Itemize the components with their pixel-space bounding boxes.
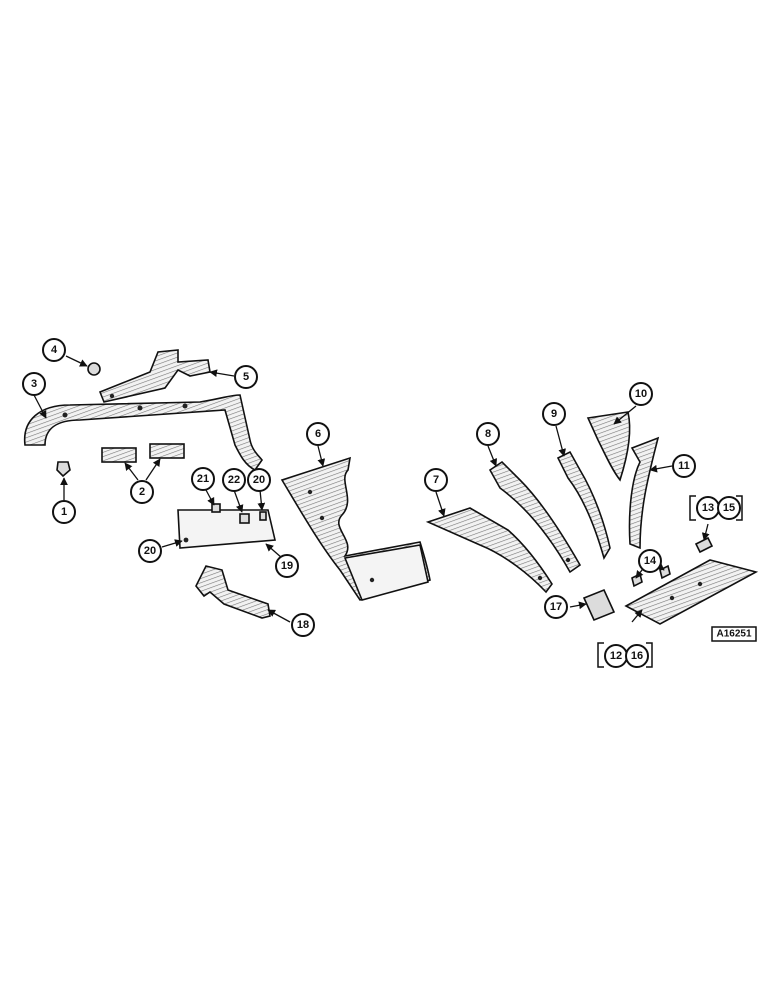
svg-text:14: 14 (644, 555, 657, 567)
callout-4: 4 (42, 338, 66, 362)
callout-6: 6 (306, 422, 330, 446)
bolt-part (56, 461, 71, 478)
beam-part (23, 394, 263, 472)
svg-text:3: 3 (31, 378, 37, 390)
callout-16: 16 (625, 644, 649, 668)
share-part (425, 507, 553, 594)
bolt-part-13 (694, 536, 714, 554)
svg-text:21: 21 (197, 473, 209, 485)
svg-text:15: 15 (723, 502, 735, 514)
shin-part (556, 450, 611, 560)
callout-14: 14 (638, 549, 662, 573)
callout-22: 22 (222, 468, 246, 492)
callout-21: 21 (191, 467, 215, 491)
svg-text:12: 12 (610, 650, 622, 662)
callout-20-right: 20 (247, 468, 271, 492)
callout-18: 18 (291, 613, 315, 637)
upper-brace-part (98, 349, 211, 403)
callout-10: 10 (629, 382, 653, 406)
callout-15: 15 (717, 496, 741, 520)
block-part (582, 588, 616, 622)
callout-12: 12 (604, 644, 628, 668)
callout-3: 3 (22, 372, 46, 396)
svg-text:4: 4 (51, 344, 58, 356)
svg-text:13: 13 (702, 502, 714, 514)
callout-2: 2 (130, 480, 154, 504)
svg-text:16: 16 (631, 650, 643, 662)
strap-part (195, 565, 271, 619)
svg-text:7: 7 (433, 474, 439, 486)
curved-landside-part (628, 436, 660, 550)
moldboard-part (488, 460, 582, 574)
reference-code: A16251 (711, 626, 757, 642)
svg-text:20: 20 (253, 474, 265, 486)
svg-text:2: 2 (139, 486, 145, 498)
landside-part (586, 411, 631, 482)
clamp-part-b (149, 443, 185, 459)
callout-19: 19 (275, 554, 299, 578)
share-point-part (624, 559, 759, 625)
svg-text:1: 1 (61, 506, 67, 518)
svg-text:6: 6 (315, 428, 321, 440)
clamp-part-a (101, 447, 137, 463)
svg-text:20: 20 (144, 545, 156, 557)
callout-9: 9 (542, 402, 566, 426)
callout-13: 13 (696, 496, 720, 520)
svg-text:18: 18 (297, 619, 309, 631)
svg-text:5: 5 (243, 371, 249, 383)
callout-20-left: 20 (138, 539, 162, 563)
callout-8: 8 (476, 422, 500, 446)
svg-text:8: 8 (485, 428, 491, 440)
callout-17: 17 (544, 595, 568, 619)
svg-text:9: 9 (551, 408, 557, 420)
nut-part (87, 362, 101, 376)
svg-text:11: 11 (678, 460, 690, 472)
callout-5: 5 (234, 365, 258, 389)
callout-1: 1 (52, 500, 76, 524)
svg-text:10: 10 (635, 388, 647, 400)
callout-7: 7 (424, 468, 448, 492)
callout-11: 11 (672, 454, 696, 478)
svg-text:17: 17 (550, 601, 562, 613)
svg-text:19: 19 (281, 560, 293, 572)
svg-text:A16251: A16251 (716, 629, 751, 640)
svg-text:22: 22 (228, 474, 240, 486)
